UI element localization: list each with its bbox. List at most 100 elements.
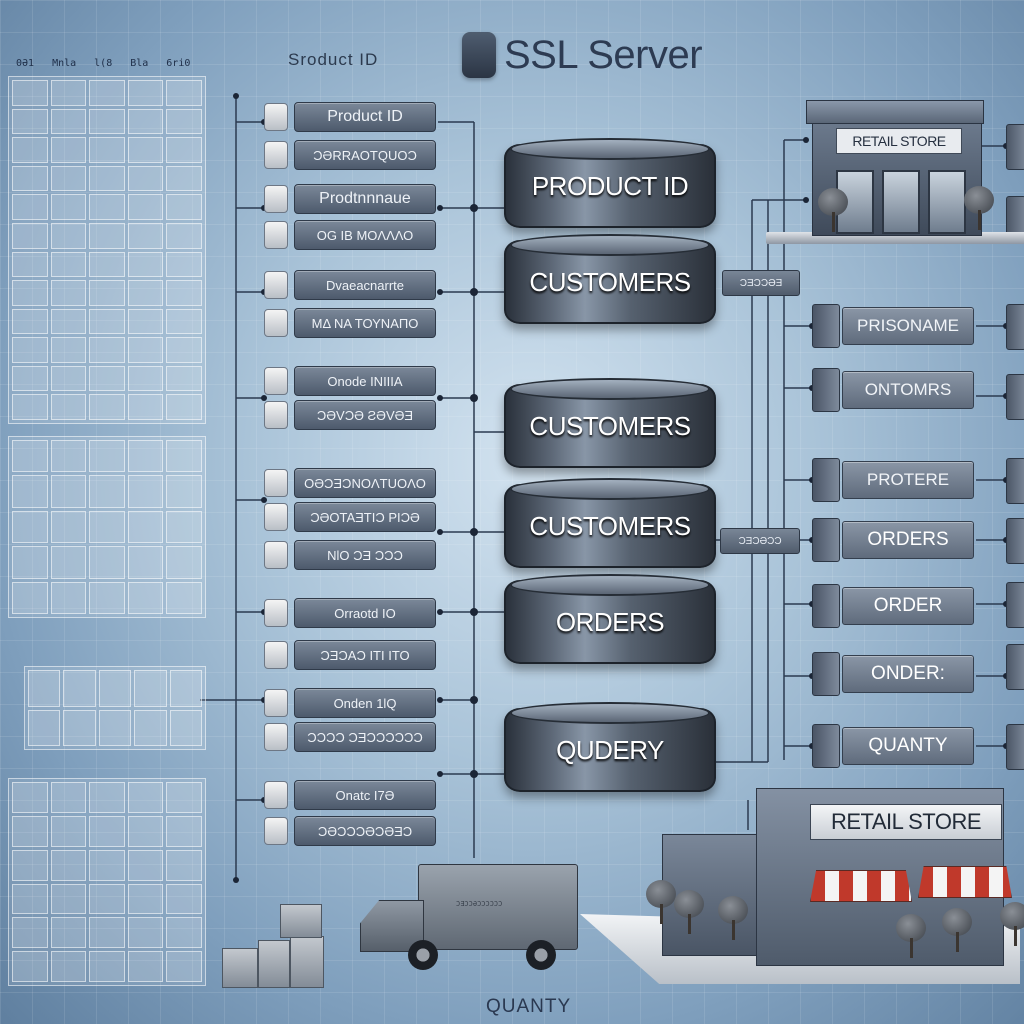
key-icon [264,367,288,395]
delivery-truck-icon: ƆƎƆƆƏƆƆƆƆƆƆ [356,862,578,974]
tab-icon [812,584,840,628]
field-product-id[interactable]: Product ID [264,102,436,132]
table-cylinder[interactable]: ORDERS [504,574,716,664]
truck-cargo-text: ƆƎƆƆƏƆƆƆƆƆƆ [456,900,503,908]
right-field[interactable]: ORDER [812,584,974,628]
table-cylinder[interactable]: CUSTOMERS [504,478,716,568]
grid-cell [166,546,202,579]
tree-icon [964,186,994,230]
grid-cell [12,108,48,135]
field-product-name[interactable]: Prodtnnnaue [264,184,436,214]
grid-cell [127,365,164,392]
right-field[interactable]: ONDER: [812,652,974,696]
grid-cell [50,475,87,508]
grid-cell [166,165,202,192]
field-row[interactable]: OG IB ΜOΛΛΛΟ [264,220,436,250]
grid-cell [12,440,48,473]
grid-cell [127,137,164,163]
grid-cell [50,251,87,278]
grid-cell [89,137,125,163]
grid-cell [12,194,48,220]
grid-cell [166,883,202,915]
tab-icon [812,724,840,768]
tab-icon [812,458,840,502]
field-row[interactable]: ƆƏOTAƎTIƆ PIƆƏ [264,502,436,532]
field-row[interactable]: ƆƏRRAOTQUOƆ [264,140,436,170]
panel-header-label: 0Ə1 [16,58,35,69]
grid-cell [50,137,87,163]
field-row[interactable]: Onode ΙΝΙΙΙΑ [264,366,436,396]
field-row[interactable]: NlO ƆƎ ƆƆƆ [264,540,436,570]
grid-cell [28,670,61,707]
tab-icon [812,652,840,696]
crate-icon [258,940,290,988]
grid-cell [127,194,164,220]
grid-cell [127,251,164,278]
table-panel [8,436,206,618]
grid-cell [89,194,125,220]
right-field[interactable]: ORDERS [812,518,974,562]
right-field-label: ORDER [842,587,974,625]
field-label: ƆƏOTAƎTIƆ PIƆƏ [294,502,436,532]
grid-cell [127,337,164,363]
right-field[interactable]: QUANTY [812,724,974,768]
grid-cell [166,917,202,949]
cylinder-label: CUSTOMERS [529,510,691,541]
grid-cell [127,917,164,949]
field-label: ƆƆƆƆ ƆƎƆƆƆƆƆƆ [294,722,436,752]
edge-tab [1006,458,1024,504]
table-panel [8,778,206,986]
field-row[interactable]: Dvaeacnarrte [264,270,436,300]
grid-cell [166,394,202,420]
table-cylinder[interactable]: PRODUCT ID [504,138,716,228]
right-field[interactable]: PRISONAME [812,304,974,348]
grid-cell [127,951,164,982]
grid-cell [166,222,202,249]
field-row[interactable]: Orraotd ΙΟ [264,598,436,628]
grid-cell [89,782,125,813]
right-field-label: PRISONAME [842,307,974,345]
right-field[interactable]: PROTERE [812,458,974,502]
edge-tab [1006,518,1024,564]
grid-cell [89,510,125,544]
grid-cell [127,581,164,614]
table-cylinder[interactable]: CUSTOMERS [504,234,716,324]
field-label: NlO ƆƎ ƆƆƆ [294,540,436,570]
grid-cell [127,510,164,544]
store-sign: RETAIL STORE [810,804,1002,840]
grid-cell [12,308,48,335]
grid-cell [89,108,125,135]
table-cylinder[interactable]: CUSTOMERS [504,378,716,468]
field-row[interactable]: ƆƏƆƆƆƏƆƏƎƆ [264,816,436,846]
field-row[interactable]: OƏƆƎƆNOΛTUOΛO [264,468,436,498]
field-row[interactable]: ƆƎƆAƆ ΙΤΙ ΙΤΟ [264,640,436,670]
grid-cell [166,815,202,847]
field-label: Orraotd ΙΟ [294,598,436,628]
key-icon [264,271,288,299]
field-row[interactable]: Onatc I7Ə [264,780,436,810]
tab-icon [812,368,840,412]
panel-header-label: l(8 [94,58,113,69]
key-icon [264,469,288,497]
grid-cell [50,510,87,544]
field-label: Onode ΙΝΙΙΙΑ [294,366,436,396]
grid-cell [127,108,164,135]
grid-cell [166,365,202,392]
field-row[interactable]: ΜΔ ΝΑ ΤΟΥΝΑΠΟ [264,308,436,338]
edge-tab [1006,304,1024,350]
store-window [928,170,966,234]
grid-cell [127,546,164,579]
grid-cell [127,280,164,306]
grid-cell [166,137,202,163]
cylinder-label: CUSTOMERS [529,266,691,297]
grid-cell [50,365,87,392]
key-icon [264,221,288,249]
right-field[interactable]: ONTOMRS [812,368,974,412]
field-row[interactable]: ƆƆƆƆ ƆƎƆƆƆƆƆƆ [264,722,436,752]
right-field-label: PROTERE [842,461,974,499]
grid-cell [166,782,202,813]
grid-cell [12,782,48,813]
field-row[interactable]: Onden 1lQ [264,688,436,718]
field-row[interactable]: ƆƏVƆƏ ƧƏVƏƎ [264,400,436,430]
table-cylinder[interactable]: QUDERY [504,702,716,792]
